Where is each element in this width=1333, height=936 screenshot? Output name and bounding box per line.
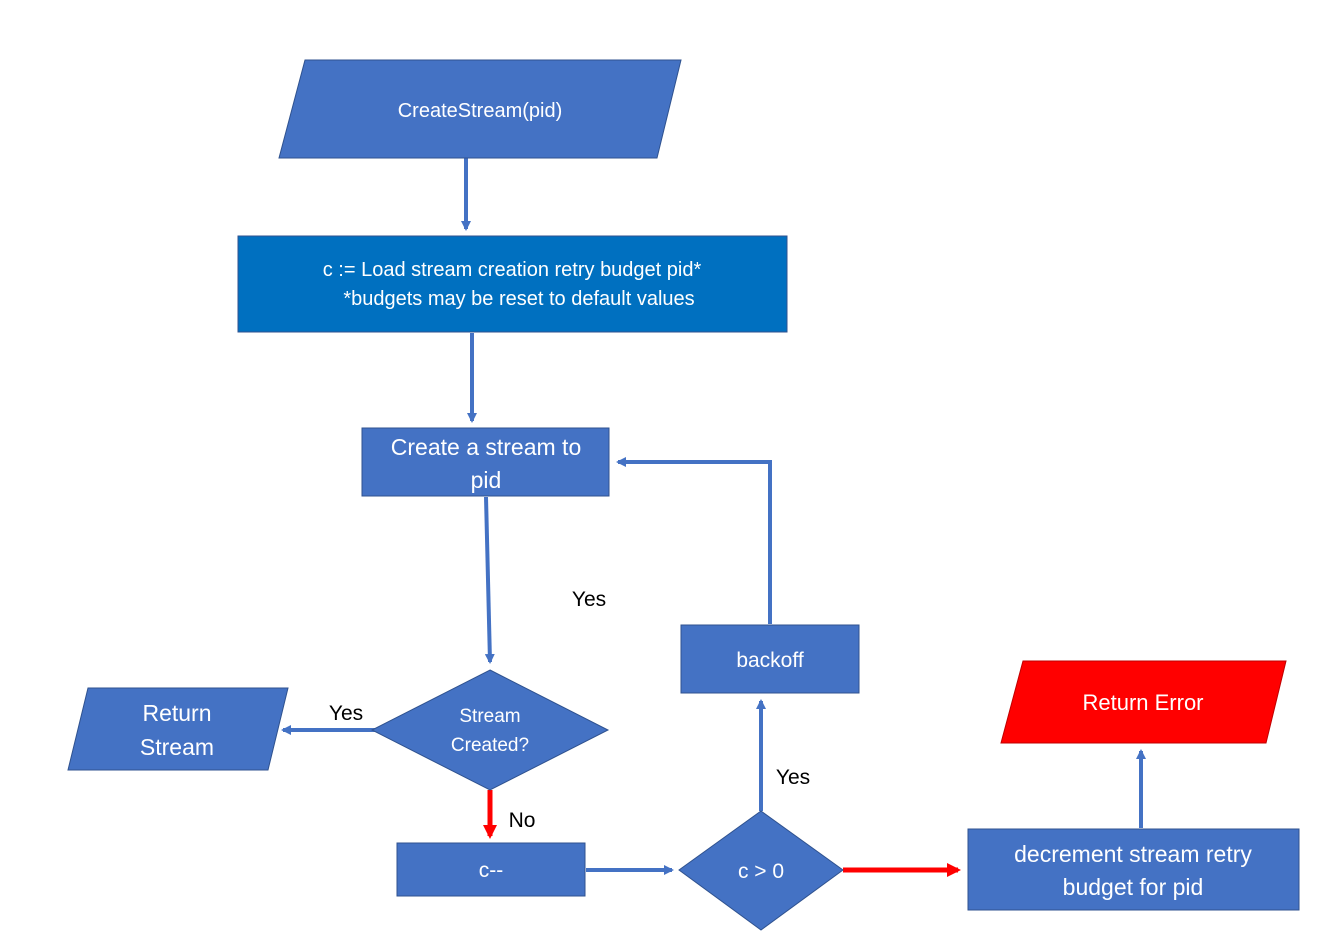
return-stream-node: Return Stream	[67, 687, 289, 771]
stream-created-node: Stream Created?	[370, 669, 610, 791]
backoff-label: backoff	[736, 649, 803, 672]
return-error-node: Return Error	[1000, 660, 1287, 744]
load-budget-rect	[237, 235, 788, 333]
c-positive-node: c > 0	[678, 810, 844, 931]
return-stream-parallelogram	[67, 687, 289, 771]
backoff-rect	[680, 624, 860, 694]
edge-label-yes-floating: Yes	[572, 588, 606, 611]
return-stream-label-line2: Stream	[140, 734, 214, 760]
decrement-c-label: c--	[479, 859, 504, 882]
create-stream-rect	[361, 427, 610, 497]
create-stream-label-line1: Create a stream to	[391, 434, 581, 460]
create-stream-label-line2: pid	[471, 467, 502, 493]
stream-created-label-line2: Created?	[451, 735, 529, 756]
load-budget-node: c := Load stream creation retry budget p…	[237, 235, 788, 333]
decrement-budget-rect	[967, 828, 1300, 911]
return-error-label: Return Error	[1082, 690, 1203, 715]
start-node: CreateStream(pid)	[278, 59, 682, 159]
backoff-node: backoff	[680, 624, 860, 694]
decrement-budget-node: decrement stream retry budget for pid	[967, 828, 1300, 911]
create-stream-node: Create a stream to pid	[361, 427, 610, 497]
edge-create-to-decision	[484, 496, 495, 664]
start-label: CreateStream(pid)	[398, 100, 563, 122]
edge-label-yes-return-stream: Yes	[329, 702, 363, 725]
load-budget-label-line1: c := Load stream creation retry budget p…	[323, 259, 702, 281]
edge-label-yes-backoff: Yes	[776, 766, 810, 789]
return-stream-label-line1: Return	[142, 700, 211, 726]
decrement-c-rect	[396, 842, 586, 897]
c-positive-label: c > 0	[738, 860, 784, 883]
decrement-budget-label-line1: decrement stream retry	[1014, 841, 1252, 867]
load-budget-label-line2: *budgets may be reset to default values	[343, 288, 694, 310]
connectors	[281, 158, 1146, 877]
edge-backoff-to-create	[616, 457, 772, 624]
decrement-c-node: c--	[396, 842, 586, 897]
decrement-budget-label-line2: budget for pid	[1063, 874, 1204, 900]
edge-label-no: No	[509, 809, 536, 832]
return-error-parallelogram	[1000, 660, 1287, 744]
start-parallelogram	[278, 59, 682, 159]
stream-created-diamond	[370, 669, 610, 791]
stream-created-label-line1: Stream	[459, 706, 520, 727]
c-positive-diamond	[678, 810, 844, 931]
